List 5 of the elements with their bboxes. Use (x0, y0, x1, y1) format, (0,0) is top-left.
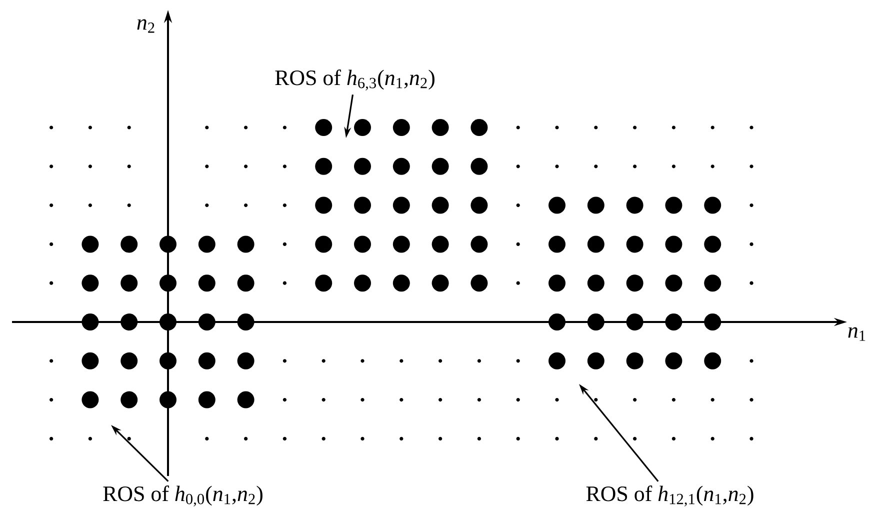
axis-label: n$_{1}$ (848, 327, 866, 341)
region-label: ROS of h$_{12,1}$(n$_{1}$,n$_{2}$) (586, 486, 754, 506)
region-label: ROS of h$_{0,0}$(n$_{1}$,n$_{2}$) (103, 486, 262, 506)
region-label: ROS of h$_{6,3}$(n$_{1}$,n$_{2}$) (275, 70, 434, 90)
axis-label: n$_{2}$ (137, 19, 154, 33)
